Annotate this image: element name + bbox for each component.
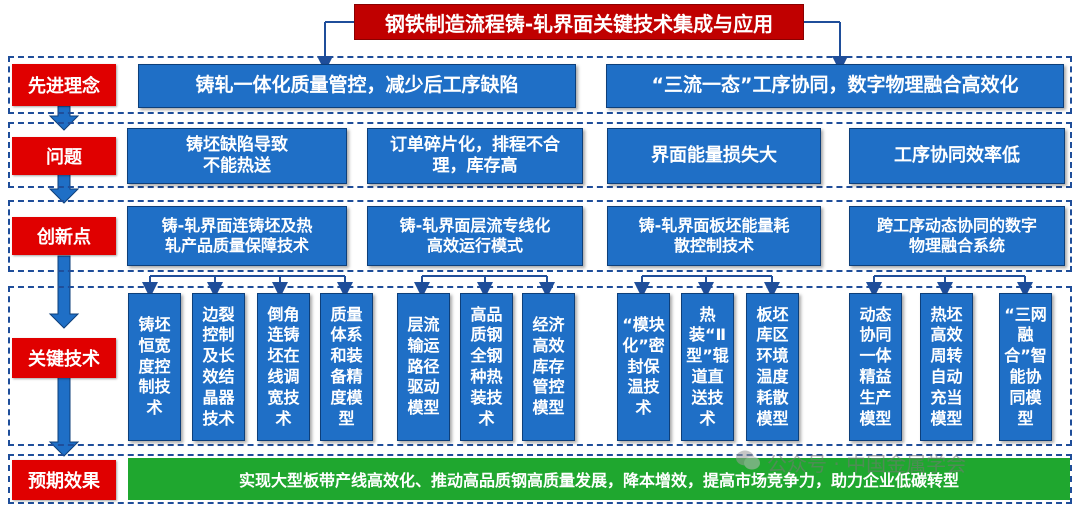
innovation-box-1: 铸-轧界面连铸坯及热 轧产品质量保障技术 [127, 206, 347, 266]
problem-label: 问题 [12, 137, 116, 175]
innovation-row-frame [8, 200, 1072, 272]
diagram-title: 钢铁制造流程铸-轧界面关键技术集成与应用 [354, 4, 804, 40]
tech-box-4: 质量体系和装备精度模型 [320, 293, 373, 441]
watermark: 公众号 · 中国金属学会 [735, 448, 966, 477]
concept-box-1: 铸轧一体化质量管控，减少后工序缺陷 [138, 64, 576, 108]
tech-box-9: 热装“Ⅱ型”辊道直送技术 [681, 293, 734, 441]
problem-row-frame [8, 122, 1072, 188]
tech-box-11: 动态协同一体精益生产模型 [849, 293, 902, 441]
tech-box-7: 经济高效库存管控模型 [522, 293, 575, 441]
effect-banner: 实现大型板带产线高效化、推动高品质钢高质量发展，降本增效，提高市场竞争力，助力企… [128, 458, 1070, 500]
problem-box-1: 铸坯缺陷导致 不能热送 [127, 128, 347, 184]
tech-box-10: 板坯库区环境温度耗散模型 [746, 293, 799, 441]
tech-box-6: 高品质钢全钢种热装技术 [460, 293, 513, 441]
innovation-box-4: 跨工序动态协同的数字 物理融合系统 [849, 206, 1065, 266]
tech-box-2: 边裂控制及长效结晶器技术 [192, 293, 245, 441]
innovation-label: 创新点 [12, 217, 116, 255]
concept-box-2: “三流一态”工序协同，数字物理融合高效化 [606, 64, 1064, 108]
wechat-icon [735, 449, 761, 476]
watermark-text: 公众号 · 中国金属学会 [767, 452, 967, 476]
innovation-box-2: 铸-轧界面层流专线化 高效运行模式 [367, 206, 583, 266]
effect-row-frame [8, 454, 1072, 504]
problem-box-3: 界面能量损失大 [607, 128, 821, 184]
effect-label: 预期效果 [12, 460, 116, 500]
tech-box-3: 倒角连铸坯在线调宽技术 [257, 293, 310, 441]
problem-box-4: 工序协同效率低 [849, 128, 1065, 184]
tech-row-frame [8, 286, 1072, 446]
innovation-box-3: 铸-轧界面板坯能量耗 散控制技术 [607, 206, 821, 266]
tech-label: 关键技术 [12, 338, 116, 378]
tech-box-5: 层流输运路径驱动模型 [397, 293, 450, 441]
tech-box-13: “三网融合”智能协同模型 [999, 293, 1052, 441]
concept-row-frame [8, 56, 1072, 114]
tech-box-12: 热坯高效周转自动充当模型 [920, 293, 973, 441]
tech-box-1: 铸坯恒宽度控制技术 [128, 293, 181, 441]
problem-box-2: 订单碎片化，排程不合 理，库存高 [367, 128, 583, 184]
tech-box-8: “模块化”密封保温技术 [617, 293, 670, 441]
concept-label: 先进理念 [12, 64, 116, 106]
